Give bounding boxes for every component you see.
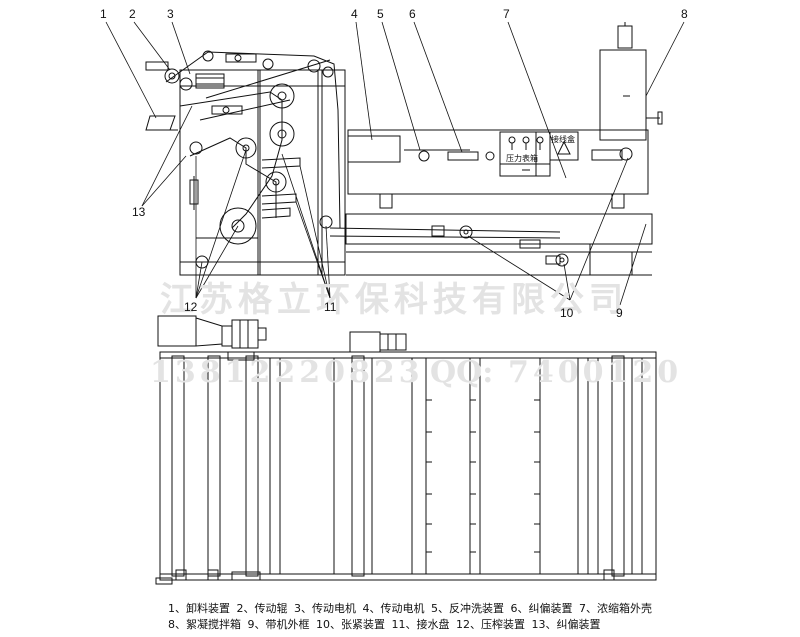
callout-9: 9	[616, 306, 623, 320]
plan-slots	[426, 399, 540, 553]
filter-belt	[165, 51, 561, 239]
legend-item: 6、纠偏装置	[510, 602, 573, 615]
callout-numbers: 1 2 3 4 5 6 7 8 9 10 11 12 13	[100, 7, 688, 320]
thickening-box	[347, 129, 649, 209]
plan-drive-motor-right	[349, 331, 407, 353]
flocculation-box	[599, 22, 663, 141]
legend-item: 13、纠偏装置	[531, 618, 601, 631]
callout-7: 7	[503, 7, 510, 21]
legend-item: 2、传动辊	[236, 602, 288, 615]
legend-item: 1、卸料装置	[168, 602, 230, 615]
control-panels	[499, 131, 579, 177]
callout-5: 5	[377, 7, 384, 21]
deviation-device-13	[189, 176, 199, 210]
tension-devices	[459, 225, 569, 267]
callout-10: 10	[560, 306, 574, 320]
legend-item: 11、接水盘	[391, 618, 450, 631]
callout-8: 8	[681, 7, 688, 21]
legend-item: 12、压榨装置	[456, 618, 525, 631]
drive-rollers	[164, 50, 334, 91]
plan-feet	[155, 569, 615, 585]
callout-1: 1	[100, 7, 107, 21]
leader-lines	[105, 21, 685, 306]
watermark-qq-number: 7400120	[508, 355, 682, 390]
legend-line-2: 8、絮凝搅拌箱 9、带机外框 10、张紧装置 11、接水盘 12、压榨装置 13…	[168, 617, 728, 633]
legend-item: 9、带机外框	[247, 618, 310, 631]
watermark: 江苏格立环保科技有限公司 13812220823 QQ: 7400120	[150, 280, 682, 390]
water-trays	[196, 157, 301, 239]
legend-line-1: 1、卸料装置 2、传动辊 3、传动电机 4、传动电机 5、反冲洗装置 6、纠偏装…	[168, 601, 728, 617]
discharge-device	[145, 61, 178, 131]
junction-box-label: 接线盒	[551, 134, 575, 144]
watermark-qq-label: QQ:	[430, 355, 493, 390]
legend-item: 4、传动电机	[362, 602, 425, 615]
drive-motor-top	[195, 53, 257, 115]
legend-item: 7、浓缩箱外壳	[579, 602, 652, 615]
legend-item: 8、絮凝搅拌箱	[168, 618, 241, 631]
callout-4: 4	[351, 7, 358, 21]
legend-item: 5、反冲洗装置	[431, 602, 504, 615]
pressure-box-label: 压力表箱	[506, 153, 538, 163]
callout-6: 6	[409, 7, 416, 21]
legend-item: 10、张紧装置	[316, 618, 385, 631]
machine-frame-9	[345, 213, 653, 276]
callout-11: 11	[324, 300, 337, 314]
callout-3: 3	[167, 7, 174, 21]
legend-item: 3、传动电机	[294, 602, 356, 615]
callout-2: 2	[129, 7, 136, 21]
watermark-phone: 13812220823	[150, 355, 424, 390]
plan-view	[155, 315, 657, 585]
plan-rollers	[171, 355, 643, 577]
elevation-view	[145, 22, 663, 276]
callout-13: 13	[132, 205, 146, 219]
press-frame	[179, 69, 346, 276]
callout-12: 12	[184, 300, 198, 314]
watermark-company: 江苏格立环保科技有限公司	[160, 280, 628, 320]
plan-drive-motor-left	[157, 315, 267, 361]
